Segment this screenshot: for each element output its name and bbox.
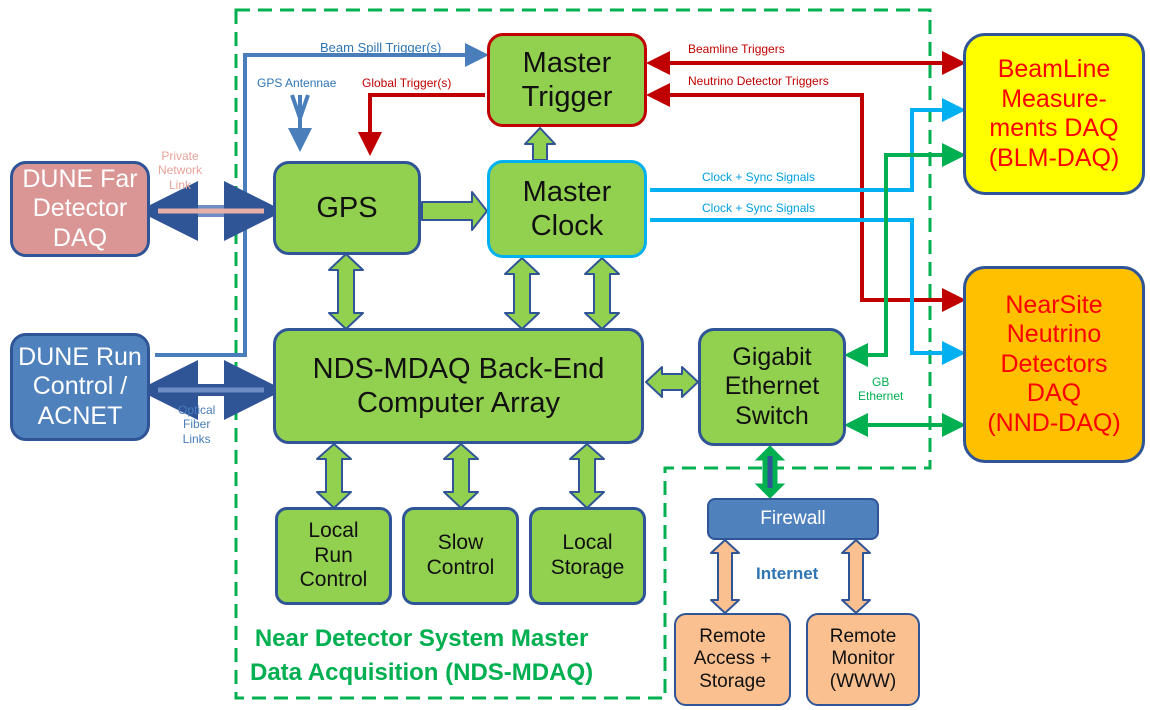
local-run-control-box: Local Run Control bbox=[275, 507, 392, 605]
neutrino-detector-triggers-line bbox=[646, 83, 966, 312]
internet-label: Internet bbox=[756, 564, 819, 583]
beam-spill-trigger-label: Beam Spill Trigger(s) bbox=[320, 40, 442, 55]
optical-fiber-links-label: Optical Fiber Links bbox=[178, 403, 216, 446]
master-clock-box: Master Clock bbox=[487, 160, 647, 258]
beamline-measurements-daq-box: BeamLine Measure- ments DAQ (BLM-DAQ) bbox=[963, 33, 1145, 195]
clock-backend-arrow-1 bbox=[504, 257, 540, 330]
dune-run-control-box: DUNE Run Control / ACNET bbox=[10, 333, 150, 441]
backend-slowcontrol-arrow bbox=[443, 443, 479, 509]
nds-mdaq-boundary bbox=[234, 8, 932, 700]
backend-runcontrol-arrow bbox=[316, 443, 352, 509]
nearsite-neutrino-detectors-daq-box: NearSite Neutrino Detectors DAQ (NND-DAQ… bbox=[963, 266, 1145, 463]
gps-antennae-label: GPS Antennae bbox=[257, 76, 337, 90]
clock-sync-label-1: Clock + Sync Signals bbox=[702, 170, 816, 184]
slow-control-box: Slow Control bbox=[402, 507, 519, 605]
firewall-remote-access-arrow bbox=[710, 539, 740, 614]
firewall-box: Firewall bbox=[707, 498, 879, 540]
back-end-computer-array-box: NDS-MDAQ Back-End Computer Array bbox=[273, 328, 644, 444]
remote-monitor-box: Remote Monitor (WWW) bbox=[806, 613, 920, 706]
remote-access-storage-box: Remote Access + Storage bbox=[674, 613, 791, 706]
gb-ethernet-blm-line bbox=[844, 143, 966, 367]
local-storage-box: Local Storage bbox=[529, 507, 646, 605]
neutrino-detector-triggers-label: Neutrino Detector Triggers bbox=[688, 74, 829, 88]
clock-sync-label-2: Clock + Sync Signals bbox=[702, 201, 816, 215]
gigabit-ethernet-switch-box: Gigabit Ethernet Switch bbox=[698, 328, 846, 446]
beamline-triggers-label: Beamline Triggers bbox=[688, 42, 785, 56]
backend-switch-arrow bbox=[645, 366, 699, 398]
global-trigger-line bbox=[358, 93, 485, 156]
gps-backend-arrow bbox=[328, 253, 364, 330]
gps-to-clock-arrow bbox=[421, 191, 488, 231]
dune-far-detector-daq-box: DUNE Far Detector DAQ bbox=[10, 161, 150, 257]
gps-box: GPS bbox=[273, 161, 421, 255]
gps-antenna bbox=[288, 94, 312, 152]
gb-ethernet-label: GB Ethernet bbox=[858, 375, 904, 404]
backend-storage-arrow bbox=[569, 443, 605, 509]
clock-backend-arrow-2 bbox=[584, 257, 620, 330]
system-title: Near Detector System Master Data Acquisi… bbox=[250, 625, 594, 686]
firewall-remote-monitor-arrow bbox=[841, 539, 871, 614]
global-trigger-label: Global Trigger(s) bbox=[362, 76, 452, 90]
master-trigger-box: Master Trigger bbox=[487, 33, 647, 127]
private-network-link-label: Private Network Link bbox=[158, 149, 203, 192]
clock-to-trigger-arrow bbox=[524, 127, 556, 161]
